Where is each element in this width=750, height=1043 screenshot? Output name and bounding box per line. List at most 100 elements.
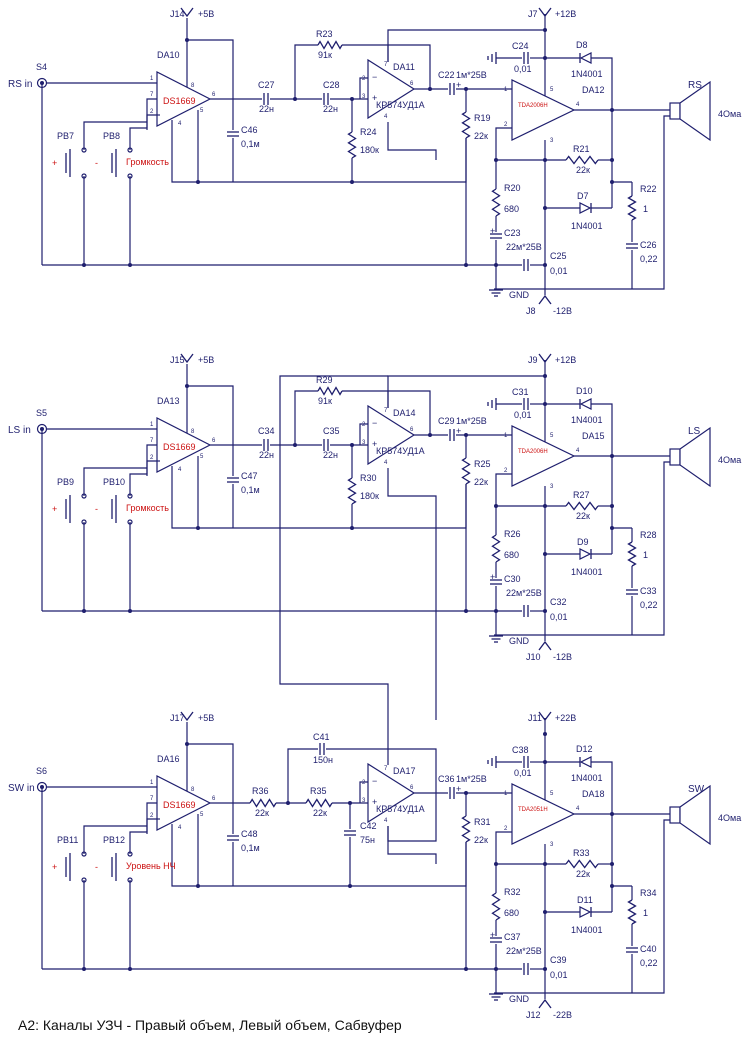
cap-value: 22н bbox=[323, 104, 338, 114]
power-amp-triangle bbox=[511, 79, 576, 141]
opamp-minus: − bbox=[372, 72, 377, 82]
junction-dot bbox=[610, 180, 614, 184]
pin-number: 4 bbox=[576, 102, 580, 108]
resistor-ref: R29 bbox=[316, 375, 333, 385]
pin-number: 6 bbox=[410, 785, 414, 791]
power-pin-ref: J9 bbox=[528, 355, 538, 365]
pin-number: 2 bbox=[362, 422, 366, 428]
junction-dot bbox=[610, 862, 614, 866]
opamp-triangle bbox=[367, 58, 416, 120]
wire bbox=[83, 467, 147, 496]
junction-dot bbox=[494, 862, 498, 866]
resistor-ref: R27 bbox=[573, 490, 590, 500]
opamp-plus: + bbox=[372, 93, 377, 103]
cap-ref: C27 bbox=[258, 80, 275, 90]
button-a-ref: PB11 bbox=[57, 835, 78, 845]
polarity-mark: + bbox=[490, 226, 495, 236]
speaker-label: SW bbox=[688, 784, 705, 795]
resistor bbox=[491, 534, 501, 563]
junction-dot bbox=[40, 785, 44, 789]
diode-triangle bbox=[579, 906, 592, 918]
power-pin-ref: J15 bbox=[170, 355, 185, 365]
power-pin-voltage: -22В bbox=[553, 1010, 572, 1020]
cap-value: 22н bbox=[259, 104, 274, 114]
cap-value: 0,22 bbox=[640, 254, 658, 264]
resistor-value: 91к bbox=[318, 396, 332, 406]
junction-dot bbox=[350, 526, 354, 530]
junction-dot bbox=[428, 433, 432, 437]
wire bbox=[495, 127, 512, 189]
pin-number: 8 bbox=[191, 83, 195, 89]
resistor-ref: R19 bbox=[474, 113, 491, 123]
power-pin-ref: J10 bbox=[526, 652, 541, 662]
pin-number: 8 bbox=[191, 429, 195, 435]
resistor-ref: R23 bbox=[316, 29, 333, 39]
vol-ic-ref: DA16 bbox=[157, 754, 180, 764]
pin-number: 6 bbox=[212, 92, 216, 98]
wire bbox=[294, 44, 318, 99]
cap-ref: C29 bbox=[438, 416, 455, 426]
diode-value: 1N4001 bbox=[571, 221, 603, 231]
junction-dot bbox=[494, 263, 498, 267]
pin-number: 2 bbox=[504, 122, 508, 128]
resistor-value: 1 bbox=[643, 908, 648, 918]
wire bbox=[591, 761, 613, 912]
resistor-value: 22к bbox=[576, 165, 590, 175]
resistor-ref: R31 bbox=[474, 817, 491, 827]
cap-ref: C47 bbox=[241, 471, 258, 481]
junction-dot bbox=[543, 374, 547, 378]
cap-ref: C28 bbox=[323, 80, 340, 90]
power-pin-icon bbox=[538, 998, 552, 1009]
pin-number: 2 bbox=[504, 826, 508, 832]
input-label: SW in bbox=[8, 783, 35, 794]
pin-number: 5 bbox=[550, 791, 554, 797]
wire bbox=[494, 115, 670, 290]
junction-dot bbox=[543, 504, 547, 508]
power-pin-icon bbox=[538, 640, 552, 651]
button-function-label: Уровень НЧ bbox=[126, 861, 176, 871]
resistor-ref: R35 bbox=[310, 786, 327, 796]
pin-number: 2 bbox=[150, 813, 154, 819]
cap-value: 22н bbox=[323, 450, 338, 460]
polarity-mark: + bbox=[456, 80, 461, 90]
pin-number: 3 bbox=[362, 440, 366, 446]
power-pin-voltage: +12В bbox=[555, 355, 576, 365]
power-pin-voltage: -12В bbox=[553, 306, 572, 316]
resistor bbox=[491, 188, 501, 217]
resistor bbox=[627, 899, 637, 925]
resistor bbox=[565, 155, 599, 165]
pin-number: 3 bbox=[362, 798, 366, 804]
button-minus-sign: - bbox=[95, 504, 98, 514]
cap-ref: C25 bbox=[550, 251, 567, 261]
opamp-ref: DA17 bbox=[393, 766, 416, 776]
opamp-plus: + bbox=[372, 797, 377, 807]
wire bbox=[591, 403, 613, 554]
power-pin-icon bbox=[538, 353, 552, 364]
power-pin-voltage: +22В bbox=[555, 713, 576, 723]
junction-dot bbox=[40, 81, 44, 85]
junction-dot bbox=[185, 38, 189, 42]
pin-number: 1 bbox=[150, 422, 154, 428]
junction-dot bbox=[128, 263, 132, 267]
resistor bbox=[347, 477, 357, 505]
cap-ref: C33 bbox=[640, 586, 657, 596]
power-pin-voltage: +5В bbox=[198, 9, 214, 19]
cap-ref: C34 bbox=[258, 426, 275, 436]
power-amp-ref: DA15 bbox=[582, 431, 605, 441]
wire bbox=[187, 385, 234, 476]
wire bbox=[294, 390, 318, 445]
speaker-icon bbox=[679, 784, 711, 846]
junction-dot bbox=[543, 552, 547, 556]
resistor-ref: R26 bbox=[504, 529, 521, 539]
cap-ref: C32 bbox=[550, 597, 567, 607]
junction-dot bbox=[428, 87, 432, 91]
resistor bbox=[461, 457, 471, 485]
power-pin-voltage: +5В bbox=[198, 355, 214, 365]
wire bbox=[342, 390, 389, 408]
pin-number: 6 bbox=[212, 438, 216, 444]
power-pin-ref: J14 bbox=[170, 9, 185, 19]
resistor-value: 22к bbox=[474, 835, 488, 845]
pin-number: 2 bbox=[150, 455, 154, 461]
pin-number: 1 bbox=[504, 87, 508, 93]
